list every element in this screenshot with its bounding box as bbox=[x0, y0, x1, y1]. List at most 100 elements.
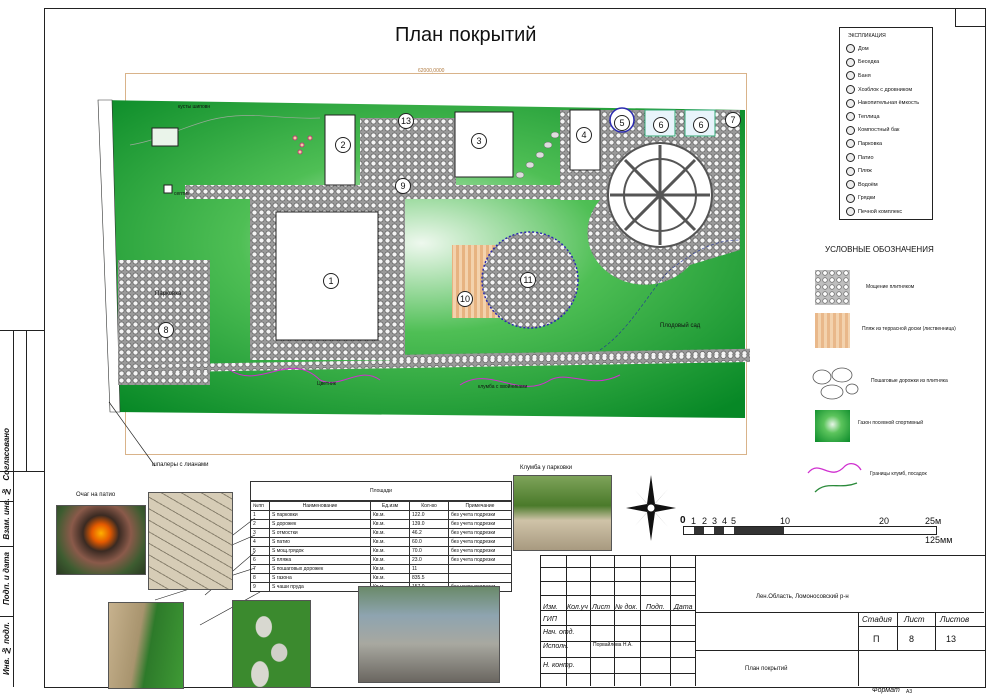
marker-gazebo: 2 bbox=[335, 137, 351, 153]
stamp-col: Дата bbox=[674, 604, 693, 611]
page-title: План покрытий bbox=[395, 24, 537, 46]
circle-icon bbox=[846, 125, 855, 135]
circle-icon bbox=[846, 85, 855, 95]
marker-house: 1 bbox=[323, 273, 339, 289]
stamp-value: П bbox=[873, 634, 880, 644]
dimension-label: 62000,0000 bbox=[418, 68, 445, 74]
label-parking: Парковка bbox=[155, 291, 182, 297]
stamp-format: Формат bbox=[872, 687, 900, 694]
stamp-col: Кол.уч bbox=[567, 604, 588, 611]
stamp-value: 8 bbox=[909, 634, 915, 644]
stamp-row: Н. контр. bbox=[543, 662, 575, 669]
marker-pond: 11 bbox=[520, 272, 536, 288]
marker-patio: 9 bbox=[395, 178, 411, 194]
scale-tick: 5 bbox=[731, 516, 737, 526]
explication-item: Дом bbox=[846, 42, 932, 56]
legend-swatch-paving bbox=[815, 270, 850, 305]
explication-item: Баня bbox=[846, 69, 932, 83]
trellis-leader bbox=[108, 401, 156, 467]
marker-beach: 10 bbox=[457, 291, 473, 307]
stamp-format-value: А3 bbox=[906, 689, 913, 695]
scale-bar bbox=[683, 526, 937, 535]
scale-tick: 25м bbox=[925, 516, 942, 526]
legend-label: Пляж из террасной доски (лиственница) bbox=[862, 326, 956, 332]
areas-title: Площади bbox=[250, 481, 512, 501]
side-stamp bbox=[0, 330, 45, 687]
explication-panel: ЭКСПЛИКАЦИЯ Дом Беседка Баня Хозблок с д… bbox=[839, 27, 933, 220]
label-flowers: Цветник bbox=[317, 381, 336, 387]
explication-item: Компостный бак bbox=[846, 124, 932, 138]
marker-compost: 7 bbox=[725, 112, 741, 128]
label-orchard: Плодовый сад bbox=[660, 323, 701, 329]
stamp-divider bbox=[695, 612, 984, 613]
circle-icon bbox=[846, 193, 855, 203]
marker-shed: 4 bbox=[576, 127, 592, 143]
side-label: Инв. № подл. bbox=[2, 622, 11, 676]
side-label: Взам. инв. № bbox=[2, 487, 11, 540]
circle-icon bbox=[846, 57, 855, 67]
explication-item: Парковка bbox=[846, 137, 932, 151]
stamp-row: Исполн. bbox=[543, 643, 569, 650]
stamp-value: 13 bbox=[946, 634, 957, 644]
caption-fire: Очаг на патио bbox=[76, 492, 116, 498]
circle-icon bbox=[846, 71, 855, 81]
scale-tick: 20 bbox=[879, 516, 890, 526]
circle-icon bbox=[846, 139, 855, 149]
photo-paving bbox=[148, 492, 233, 590]
marker-parking: 8 bbox=[158, 322, 174, 338]
label-trellis: шпалеры с лианами bbox=[152, 462, 209, 468]
explication-item: Теплица bbox=[846, 110, 932, 124]
legend-heading: УСЛОВНЫЕ ОБОЗНАЧЕНИЯ bbox=[825, 245, 934, 254]
explication-item: Хозблок с дровником bbox=[846, 83, 932, 97]
photo-beach bbox=[108, 602, 184, 689]
legend-label: Газон посевной спортивный bbox=[858, 420, 924, 426]
circle-icon bbox=[846, 166, 855, 176]
label-septic: септик bbox=[174, 191, 190, 197]
circle-icon bbox=[846, 207, 855, 217]
circle-icon bbox=[846, 112, 855, 122]
legend-label: Пошаговые дорожки из плитняка bbox=[871, 378, 948, 384]
title-block-grid bbox=[540, 555, 696, 686]
marker-greenhouse-a: 6 bbox=[653, 117, 669, 133]
scale-tick: 4 bbox=[722, 516, 728, 526]
stamp-row: ГИП bbox=[543, 616, 557, 623]
stamp-head: Стадия bbox=[862, 615, 892, 624]
stamp-row: Нач. отд. bbox=[543, 629, 575, 636]
legend-label: Границы клумб, посадок bbox=[870, 471, 927, 477]
marker-sauna: 3 bbox=[471, 133, 487, 149]
frame-corner bbox=[955, 8, 985, 27]
stamp-col: Изм. bbox=[543, 604, 558, 611]
legend-swatch-borders bbox=[807, 463, 862, 493]
photo-flowerbed bbox=[513, 475, 612, 551]
site-plan bbox=[97, 99, 750, 418]
explication-item: Печной комплекс bbox=[846, 205, 932, 219]
stamp-sheet-grid bbox=[858, 612, 985, 686]
stamp-executor: Порвайлова Н.А. bbox=[593, 642, 633, 648]
legend-swatch-lawn bbox=[815, 410, 850, 442]
photo-firepit bbox=[56, 505, 146, 575]
stamp-sheet-title: План покрытий bbox=[745, 666, 788, 672]
scale-tick: 0 bbox=[680, 515, 686, 526]
photo-steps bbox=[232, 600, 311, 688]
circle-icon bbox=[846, 180, 855, 190]
label-shrubs: кусты шиповн bbox=[178, 104, 211, 110]
marker-greenhouse-b: 6 bbox=[693, 117, 709, 133]
explication-item: Пляж bbox=[846, 164, 932, 178]
explication-item: Патио bbox=[846, 151, 932, 165]
circle-icon bbox=[846, 44, 855, 54]
stamp-head: Лист bbox=[904, 615, 925, 624]
explication-item: Водоём bbox=[846, 178, 932, 192]
explication-item: Накопительная ёмкость bbox=[846, 96, 932, 110]
circle-icon bbox=[846, 98, 855, 108]
caption-bed: Клумба у парковки bbox=[520, 465, 573, 471]
scale-mm: 125мм bbox=[925, 535, 953, 545]
legend-swatch-beach bbox=[815, 313, 850, 348]
scale-tick: 10 bbox=[780, 516, 791, 526]
